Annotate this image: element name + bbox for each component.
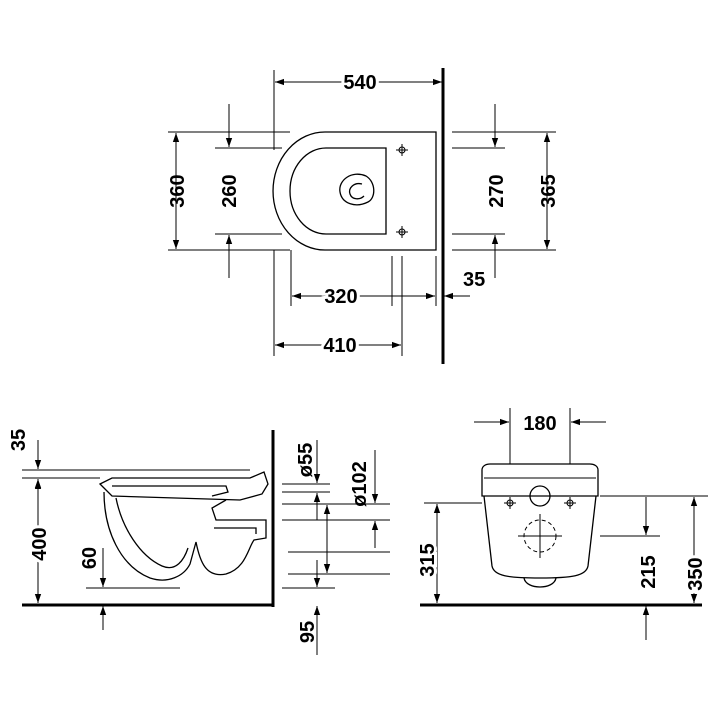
top-view-drain-inner	[348, 182, 365, 200]
dim-bolt-spacing-outer: 365	[538, 174, 560, 207]
dim-wall-offset: 35	[463, 269, 485, 291]
rear-view-outlet	[523, 577, 557, 588]
dim-bolt-spacing-inner: 270	[486, 174, 508, 207]
top-view-bowl-outline	[272, 131, 437, 251]
dim-overall-width-outer: 360	[167, 174, 189, 207]
dim-overall-length: 540	[343, 72, 376, 94]
side-view-seat	[98, 471, 269, 501]
dim-floor-clearance: 95	[297, 621, 319, 643]
dim-outlet-height: 60	[79, 547, 101, 569]
dim-fixing-height: 350	[685, 557, 707, 590]
top-view-drain	[339, 173, 375, 206]
top-view-bolt-hole	[396, 144, 408, 156]
side-view: 35 400 60 ø55 ø102 95	[8, 429, 390, 655]
side-view-bowl	[103, 491, 267, 581]
rear-view: 180 315 215 350	[414, 408, 710, 640]
side-view-seat-lid	[112, 485, 229, 497]
rear-view-seat	[481, 463, 599, 497]
dim-outlet-height-rear: 215	[638, 555, 660, 588]
dim-inlet-height: 315	[417, 543, 439, 576]
side-view-outlet-inner	[214, 527, 257, 534]
dim-fixing-width: 180	[523, 413, 556, 435]
top-view-bolt-hole	[396, 226, 408, 238]
top-view-bowl-opening	[289, 147, 387, 235]
rear-view-bowl	[483, 495, 597, 579]
dim-seat-height: 400	[29, 527, 51, 560]
dim-fixing-depth: 410	[323, 335, 356, 357]
side-view-bowl-inner	[115, 497, 189, 569]
dim-seat-thickness: 35	[8, 429, 30, 451]
dim-outlet-diameter: ø102	[349, 461, 371, 507]
rear-view-bolt-hole	[564, 497, 576, 509]
dim-flush-inlet-diameter: ø55	[295, 443, 317, 477]
rear-view-bolt-hole	[504, 497, 516, 509]
top-view: 540 360 260 270 365 320 410 35	[167, 68, 560, 364]
dim-bowl-depth: 320	[324, 286, 357, 308]
dim-overall-width-inner: 260	[219, 174, 241, 207]
rear-view-flush-inlet	[529, 485, 551, 507]
